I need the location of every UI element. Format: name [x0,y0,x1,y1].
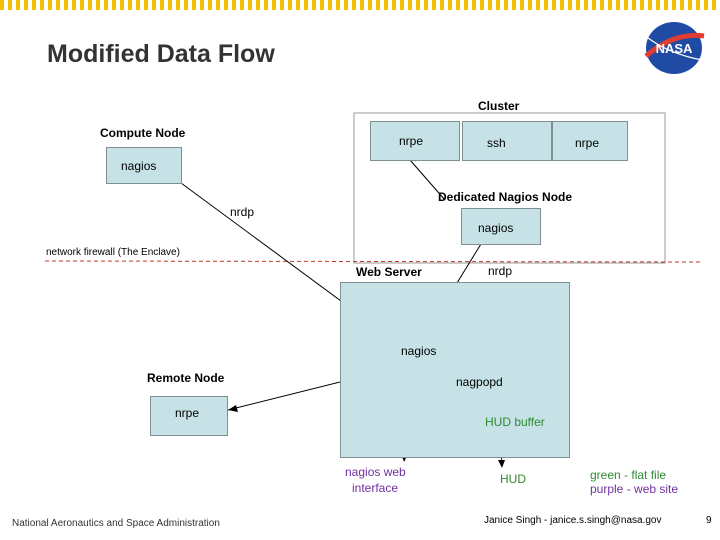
compute-node-label: Compute Node [100,126,186,140]
compute-nrpe-label: nrpe [399,134,424,148]
web-interface-label-line2: interface [352,481,399,495]
firewall-line [44,260,701,263]
hud-label: HUD [500,472,526,486]
nasa-logo-icon: NASA [644,22,705,74]
compute-nagios-box: nagios [106,147,182,184]
cluster-label: Cluster [478,99,520,113]
dedicated-nagios-box: nagios [461,208,541,245]
firewall-label: network firewall (The Enclave) [46,247,180,258]
remote-nrpe-box: nrpe [150,396,228,436]
cluster-nrpe-box: nrpe [552,121,628,161]
cluster-nrpe-label: nrpe [575,136,600,150]
remote-node-label: Remote Node [147,371,225,385]
slide-title: Modified Data Flow [47,40,275,68]
accent-stripe [0,0,720,10]
cluster-ssh-label: ssh [487,136,506,150]
nagpopd-label: nagpopd [456,375,503,389]
agency-footer: National Aeronautics and Space Administr… [12,518,220,529]
cluster-boundary [353,112,666,264]
legend-green: green - flat file [590,468,667,482]
web-nagios-label: nagios [401,344,437,358]
author-footer: Janice Singh - janice.s.singh@nasa.gov [484,515,662,526]
legend-purple: purple - web site [590,482,679,496]
nrdp-right-label: nrdp [488,264,513,278]
nasa-logo-text: NASA [656,41,693,56]
dedicated-node-label: Dedicated Nagios Node [438,190,573,204]
web-server-box [340,282,570,458]
web-server-label: Web Server [356,265,422,279]
compute-nagios-label: nagios [121,159,157,173]
dedicated-nagios-label: nagios [478,221,514,235]
cluster-ssh-box: ssh [462,121,552,161]
page-number: 9 [706,515,712,526]
web-interface-label-line1: nagios web [345,465,406,479]
nrdp-left-label: nrdp [230,205,255,219]
remote-nrpe-label: nrpe [175,406,200,420]
hud-buffer-label: HUD buffer [485,415,545,429]
compute-nrpe-box: nrpe [370,121,460,161]
